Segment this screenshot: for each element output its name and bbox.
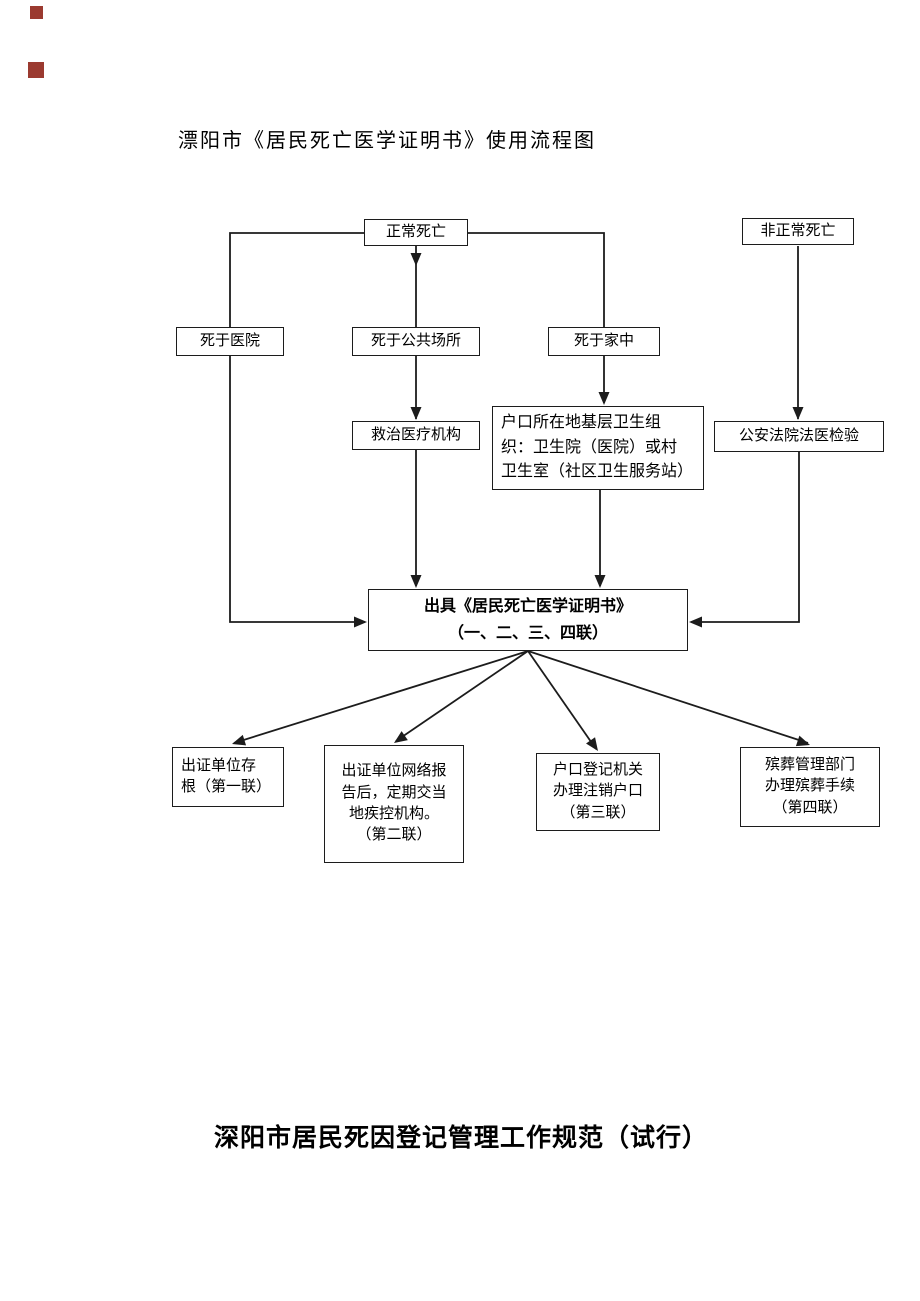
connector-normal-to-home [468,232,605,327]
connector-forensic-to-certificate [691,452,800,623]
node-copy3-household-registry: 户口登记机关 办理注销户口 （第三联） [536,753,660,831]
arrowhead-healthorg-to-certificate [594,575,606,588]
node-died-in-public-place: 死于公共场所 [352,327,480,356]
red-annotation-mark-1 [30,6,43,19]
connector-certificate-to-copy4 [527,650,809,744]
node-local-health-organization: 户口所在地基层卫生组 织：卫生院（医院）或村 卫生室（社区卫生服务站） [492,406,704,490]
node-forensic-examination: 公安法院法医检验 [714,421,884,452]
node-copy1-stub: 出证单位存 根（第一联） [172,747,284,807]
arrowhead-certificate-to-copy3 [586,737,598,751]
red-annotation-mark-2 [28,62,44,78]
node-abnormal-death: 非正常死亡 [742,218,854,245]
node-died-at-home: 死于家中 [548,327,660,356]
connector-certificate-to-copy1 [233,650,529,744]
connector-hospital-to-certificate [229,356,365,623]
connector-certificate-to-copy2 [395,650,529,742]
flowchart-title: 漂阳市《居民死亡医学证明书》使用流程图 [178,130,596,152]
document-footer-heading: 深阳市居民死因登记管理工作规范（试行） [214,1125,709,1152]
connector-certificate-to-copy3 [527,650,597,750]
node-treating-medical-institution: 救治医疗机构 [352,421,480,450]
node-died-in-hospital: 死于医院 [176,327,284,356]
arrowhead-public-to-institution [410,407,422,420]
node-issue-certificate: 出具《居民死亡医学证明书》 （一、二、三、四联） [368,589,688,651]
connector-normal-to-hospital [229,232,364,327]
arrowhead-forensic-to-certificate [689,616,702,628]
arrowhead-home-to-healthorg [598,392,610,405]
arrowhead-abnormal-to-forensic [792,407,804,420]
arrowhead-hospital-to-certificate [354,616,367,628]
node-normal-death: 正常死亡 [364,219,468,246]
arrowhead-institution-to-certificate [410,575,422,588]
node-copy4-funeral-department: 殡葬管理部门 办理殡葬手续 （第四联） [740,747,880,827]
arrowhead-normal-to-public [410,253,422,266]
node-copy2-network-report: 出证单位网络报 告后，定期交当 地疾控机构。 （第二联） [324,745,464,863]
